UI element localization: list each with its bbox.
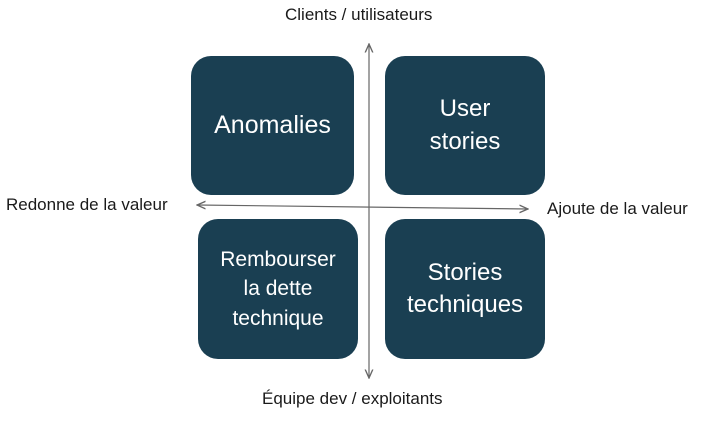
axis-label-right: Ajoute de la valeur [547,199,688,218]
quadrant-rembourser-dette-technique: Rembourser la dette technique [198,219,358,359]
axis-label-bottom: Équipe dev / exploitants [262,389,443,408]
axis-label-left: Redonne de la valeur [6,195,168,214]
quadrant-user-stories: User stories [385,56,545,195]
quadrant-stories-techniques: Stories techniques [385,219,545,359]
quadrant-anomalies: Anomalies [191,56,354,195]
axis-label-top: Clients / utilisateurs [285,5,433,24]
horizontal-axis [197,205,528,209]
